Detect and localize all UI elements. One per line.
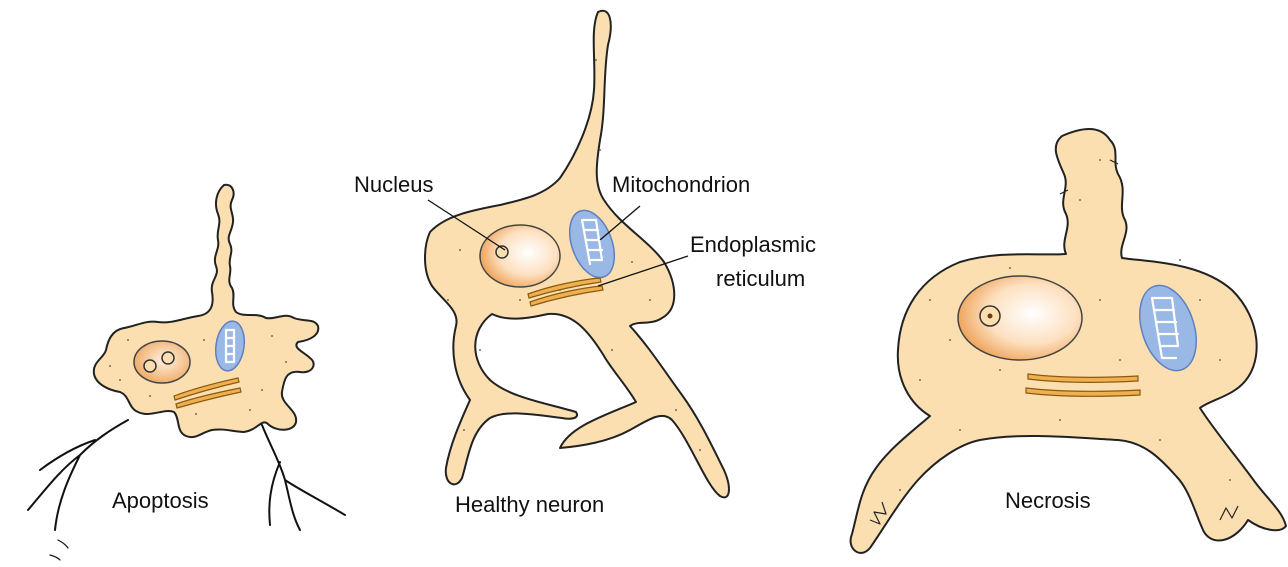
necrosis-nucleus [958, 276, 1082, 360]
nucleus-label: Nucleus [354, 172, 433, 197]
apoptosis-label: Apoptosis [112, 488, 209, 513]
apoptosis-neurite-left [28, 420, 128, 530]
necrotic-neuron: Necrosis [851, 129, 1286, 553]
apoptosis-nucleolus-2 [162, 352, 174, 364]
necrosis-label: Necrosis [1005, 488, 1091, 513]
er-label-line1: Endoplasmic [690, 232, 816, 257]
apoptosis-fragment [50, 540, 68, 560]
er-label-line2: reticulum [716, 266, 805, 291]
apoptosis-nucleolus-1 [144, 360, 156, 372]
healthy-neuron: Nucleus Mitochondrion Endoplasmic reticu… [354, 11, 816, 517]
necrosis-nucleolus-core [988, 314, 993, 319]
healthy-nucleus [480, 225, 560, 287]
mitochondrion-label: Mitochondrion [612, 172, 750, 197]
apoptosis-nucleus [134, 341, 190, 383]
apoptosis-neurite-right [262, 425, 345, 530]
healthy-label: Healthy neuron [455, 492, 604, 517]
apoptotic-neuron: Apoptosis [28, 185, 345, 560]
